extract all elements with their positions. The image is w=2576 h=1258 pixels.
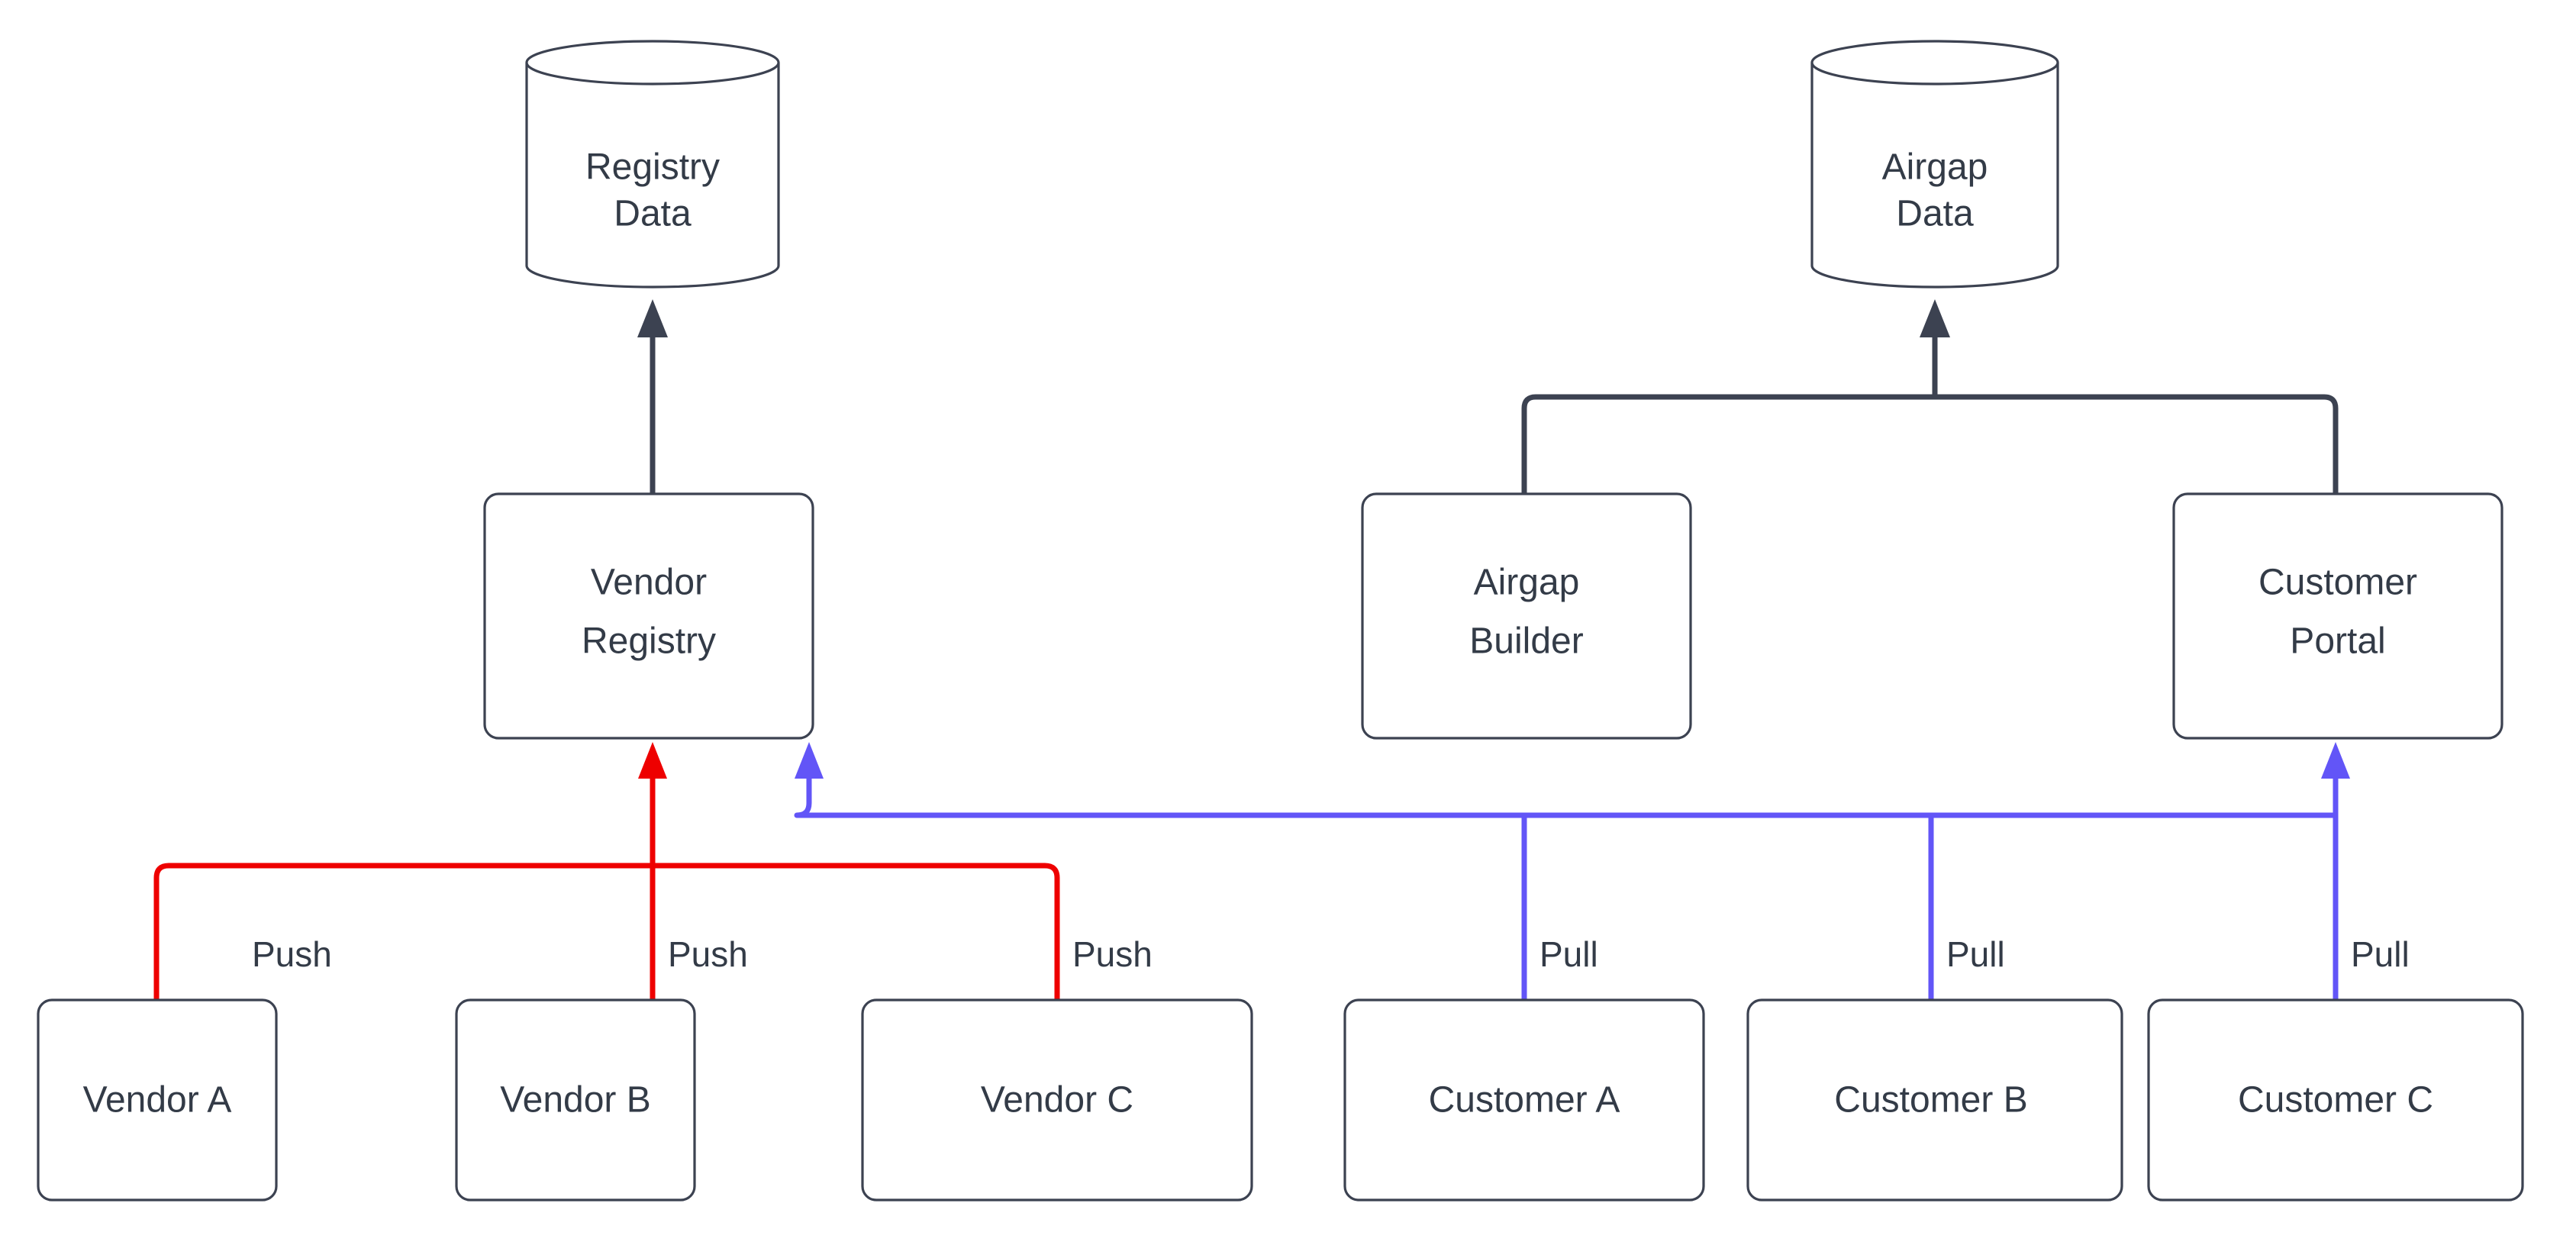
vendor-registry-label-line1: Vendor	[591, 563, 707, 603]
edge-customer-portal-to-airgap-data	[1935, 394, 2339, 494]
vendor-c-label: Vendor C	[981, 1080, 1133, 1121]
edge-label-pull-customer-c: Pull	[2351, 934, 2410, 974]
cylinder-top-icon	[525, 40, 780, 85]
node-vendor-c[interactable]: Vendor C	[861, 998, 1253, 1202]
airgap-data-label-line2: Data	[1896, 194, 1974, 234]
arrowhead-up-icon	[637, 299, 668, 337]
arrowhead-up-icon	[795, 742, 824, 779]
edge-group-pull	[794, 742, 2350, 1000]
edge-label-push-vendor-c: Push	[1072, 934, 1153, 974]
edge-label-push-vendor-a: Push	[252, 934, 332, 974]
airgap-data-label-line1: Airgap	[1882, 147, 1988, 188]
edge-airgap-builder-to-airgap-data	[1521, 394, 1935, 494]
node-airgap-builder[interactable]: Airgap Builder	[1361, 492, 1692, 740]
node-airgap-data[interactable]: Airgap Data	[1810, 40, 2059, 289]
edge-group-push	[153, 742, 1060, 1000]
node-customer-b[interactable]: Customer B	[1746, 998, 2123, 1202]
customer-c-label: Customer C	[2238, 1080, 2433, 1121]
node-vendor-a[interactable]: Vendor A	[37, 998, 278, 1202]
customer-portal-label-line2: Portal	[2290, 621, 2385, 662]
node-customer-c[interactable]: Customer C	[2147, 998, 2524, 1202]
vendor-a-label: Vendor A	[83, 1080, 232, 1121]
edge-label-pull-customer-b: Pull	[1946, 934, 2005, 974]
arrowhead-up-icon	[638, 742, 667, 779]
arrowhead-up-icon	[1920, 299, 1950, 337]
customer-b-label: Customer B	[1834, 1080, 2027, 1121]
edge-vendor-registry-to-registry-data	[637, 299, 668, 494]
node-vendor-registry[interactable]: Vendor Registry	[483, 492, 814, 740]
node-customer-portal[interactable]: Customer Portal	[2172, 492, 2503, 740]
customer-a-label: Customer A	[1429, 1080, 1620, 1121]
customer-portal-label-line1: Customer	[2258, 563, 2417, 603]
airgap-builder-label-line1: Airgap	[1474, 563, 1580, 603]
edge-label-pull-customer-a: Pull	[1539, 934, 1598, 974]
node-registry-data[interactable]: Registry Data	[525, 40, 780, 289]
airgap-builder-label-line2: Builder	[1469, 621, 1583, 662]
vendor-registry-label-line2: Registry	[582, 621, 716, 662]
node-customer-a[interactable]: Customer A	[1343, 998, 1705, 1202]
arrowhead-up-icon	[2321, 742, 2350, 779]
registry-data-label-line1: Registry	[585, 147, 720, 188]
cylinder-top-icon	[1810, 40, 2059, 85]
registry-data-label-line2: Data	[614, 194, 692, 234]
vendor-b-label: Vendor B	[500, 1080, 650, 1121]
edge-label-push-vendor-b: Push	[668, 934, 748, 974]
node-vendor-b[interactable]: Vendor B	[455, 998, 696, 1202]
edge-merge-to-airgap-data	[1920, 299, 1950, 397]
